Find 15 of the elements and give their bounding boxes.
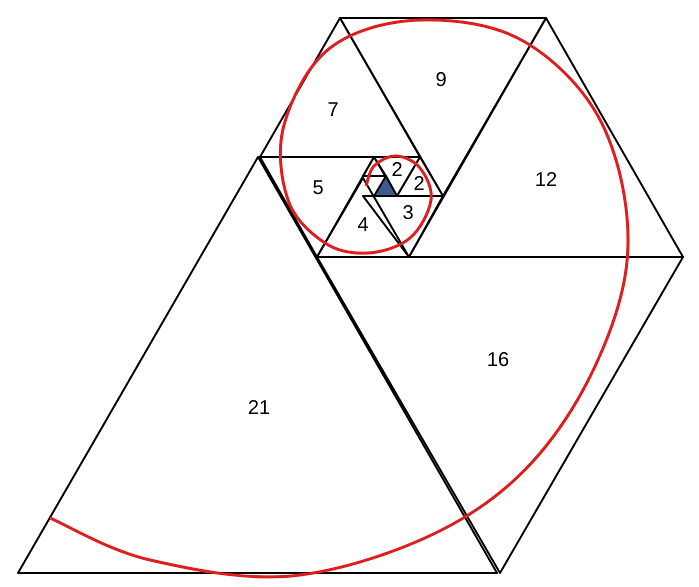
triangle-number: 3 [402,203,414,223]
triangle-number: 7 [327,100,339,120]
triangle-number: 4 [357,215,369,235]
triangle [260,18,420,157]
triangle-number: 2 [391,160,403,180]
triangle [317,257,683,573]
triangle-number: 9 [435,70,447,90]
triangle-number: 12 [534,170,558,190]
triangle [374,176,397,196]
triangle [260,157,374,257]
triangle [363,157,386,176]
triangle-number: 21 [248,398,270,418]
triangle-number: 2 [413,174,425,194]
triangle-number: 5 [312,178,324,198]
triangle-number: 16 [486,350,510,370]
